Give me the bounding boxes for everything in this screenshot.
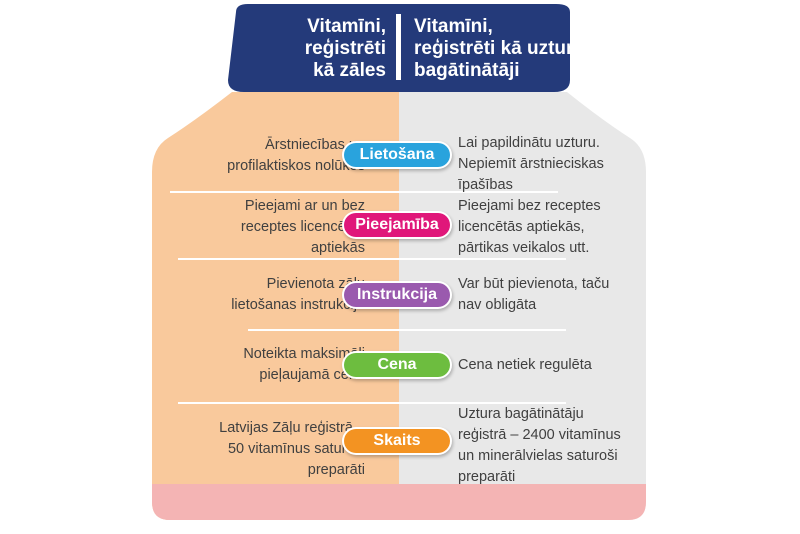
- text-line: nav obligāta: [458, 297, 537, 313]
- row-availability-supplements: Pieejami bez receptes licencētās aptiekā…: [458, 196, 638, 259]
- text-line: Pieejami bez receptes: [458, 198, 601, 214]
- lid-left-line: Vitamīni,: [307, 16, 386, 37]
- row-divider: [178, 258, 566, 260]
- row-divider: [178, 402, 566, 404]
- row-price-medicines: Noteikta maksimāli pieļaujamā cena: [180, 344, 365, 386]
- text-line: pieļaujamā cena: [259, 367, 365, 383]
- lid-right-line: reģistrēti kā uztura: [414, 38, 584, 59]
- text-line: Ārstniecības un: [265, 137, 365, 153]
- badge-price: Cena: [344, 353, 450, 377]
- text-line: pārtikas veikalos utt.: [458, 240, 590, 256]
- lid-left-line: reģistrēti: [304, 38, 386, 59]
- row-divider: [170, 191, 558, 193]
- row-instructions-medicines: Pievienota zāļu lietošanas instrukcija: [180, 274, 365, 316]
- text-line: Latvijas Zāļu reģistrā –: [219, 420, 365, 436]
- text-line: preparāti: [307, 462, 365, 478]
- row-count-medicines: Latvijas Zāļu reģistrā – 50 vitamīnus sa…: [180, 418, 365, 481]
- text-line: preparāti: [458, 469, 516, 485]
- text-line: Var būt pievienota, taču: [458, 276, 610, 292]
- badge-usage: Lietošana: [344, 143, 450, 167]
- text-line: Pieejami ar un bez: [244, 198, 365, 214]
- text-line: īpašības: [458, 177, 513, 193]
- row-availability-medicines: Pieejami ar un bez receptes licencētās a…: [180, 196, 365, 259]
- lid-title-supplements: Vitamīni, reģistrēti kā uztura bagātināt…: [414, 16, 604, 82]
- lid-left-line: kā zāles: [313, 60, 386, 81]
- text-line: Cena netiek regulēta: [458, 357, 592, 373]
- lid-divider: [396, 14, 401, 80]
- text-line: licencētās aptiekās,: [458, 219, 585, 235]
- jar-bottom-band: [152, 484, 646, 520]
- text-line: Pievienota zāļu: [266, 276, 365, 292]
- row-divider: [248, 329, 566, 331]
- badge-count: Skaits: [344, 429, 450, 453]
- text-line: lietošanas instrukcija: [231, 297, 365, 313]
- lid-title-medicines: Vitamīni, reģistrēti kā zāles: [236, 16, 386, 82]
- badge-availability: Pieejamība: [344, 213, 450, 237]
- text-line: un minerālvielas saturoši: [458, 448, 618, 464]
- text-line: aptiekās: [310, 240, 365, 256]
- text-line: receptes licencētās: [240, 219, 365, 235]
- text-line: Nepiemīt ārstnieciskas: [458, 156, 604, 172]
- row-price-supplements: Cena netiek regulēta: [458, 355, 638, 376]
- text-line: reģistrā – 2400 vitamīnus: [458, 427, 621, 443]
- lid-right-line: Vitamīni,: [414, 16, 493, 37]
- row-usage-supplements: Lai papildinātu uzturu. Nepiemīt ārstnie…: [458, 133, 638, 196]
- text-line: 50 vitamīnus saturoši: [227, 441, 365, 457]
- row-count-supplements: Uztura bagātinātāju reģistrā – 2400 vita…: [458, 404, 638, 488]
- lid-right-line: bagātinātāji: [414, 60, 520, 81]
- text-line: Noteikta maksimāli: [243, 346, 365, 362]
- row-usage-medicines: Ārstniecības un profilaktiskos nolūkos: [180, 135, 365, 177]
- text-line: Lai papildinātu uzturu.: [458, 135, 600, 151]
- badge-instructions: Instrukcija: [344, 283, 450, 307]
- text-line: profilaktiskos nolūkos: [227, 158, 365, 174]
- row-instructions-supplements: Var būt pievienota, taču nav obligāta: [458, 274, 638, 316]
- text-line: Uztura bagātinātāju: [458, 406, 584, 422]
